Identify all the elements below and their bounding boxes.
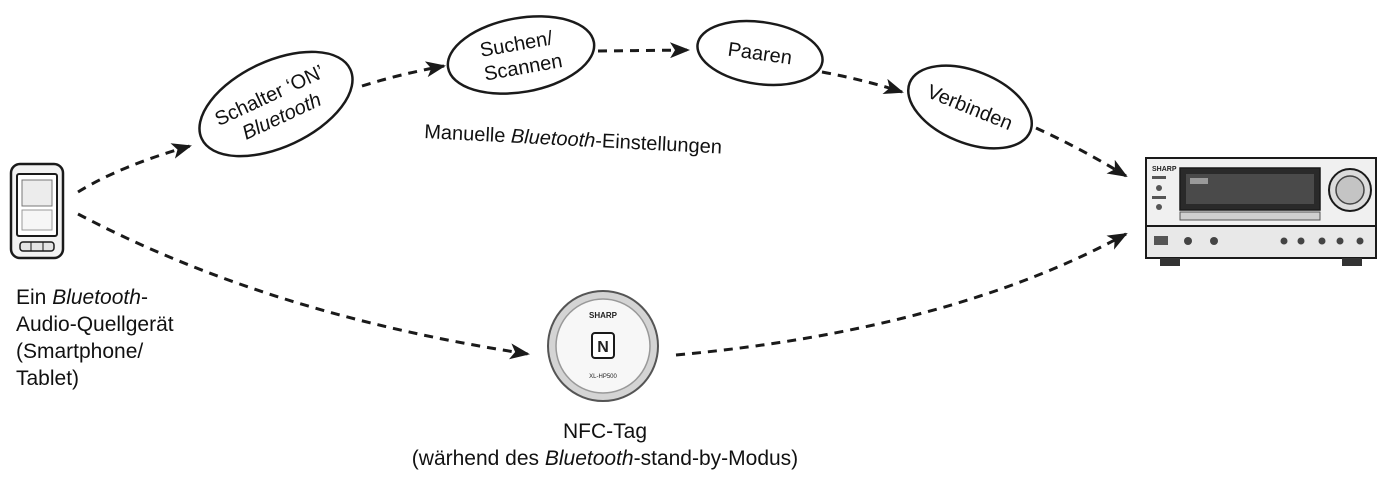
source-line1-italic: Bluetooth (52, 286, 141, 309)
manual-settings-caption: Manuelle Bluetooth-Einstellungen (424, 121, 723, 159)
source-line3: (Smartphone/ (16, 340, 144, 363)
step-search: Suchen/ Scannen (446, 15, 596, 95)
arrow-pair-to-connect (821, 70, 904, 95)
arrow-phone-to-nfc (77, 212, 530, 360)
source-line4: Tablet) (16, 367, 80, 390)
source-line1-suffix: - (140, 286, 148, 309)
source-device-caption: Ein Bluetooth- Audio-Quellgerät (Smartph… (16, 284, 174, 392)
nfc-note-italic: Bluetooth (544, 447, 634, 470)
arrow-search-to-pair (597, 42, 690, 59)
nfc-tag-icon: SHARP N XL-HP500 (547, 290, 659, 402)
arrow-nfc-to-receiver (675, 232, 1128, 357)
arrow-connect-to-receiver (1035, 126, 1128, 178)
step-pair: Paaren (696, 19, 824, 87)
source-line2: Audio-Quellgerät (16, 313, 174, 336)
receiver-brand: SHARP (1152, 166, 1177, 173)
nfc-caption: NFC-Tag (wärhend des Bluetooth-stand-by-… (340, 418, 870, 472)
arrow-switch-to-search (361, 61, 446, 88)
nfc-n-symbol: N (597, 339, 609, 356)
step-switch-on: Schalter ‘ON’ Bluetooth (198, 50, 354, 158)
manual-settings-italic: Bluetooth (510, 126, 596, 152)
nfc-tag-brand: SHARP (589, 311, 618, 320)
manual-settings-suffix: -Einstellungen (595, 130, 723, 159)
arrow-phone-to-switch (77, 143, 192, 194)
manual-settings-prefix: Manuelle (424, 121, 512, 148)
nfc-title: NFC-Tag (562, 420, 647, 443)
source-line1-prefix: Ein (16, 286, 53, 309)
nfc-note-suffix: -stand-by-Modus) (633, 447, 799, 470)
nfc-note-prefix: (wärhend des (411, 447, 545, 470)
smartphone-icon (9, 162, 65, 260)
step-connect: Verbinden (906, 64, 1034, 150)
stereo-receiver-icon: SHARP (1145, 157, 1377, 266)
nfc-tag-model: XL-HP500 (589, 374, 617, 380)
